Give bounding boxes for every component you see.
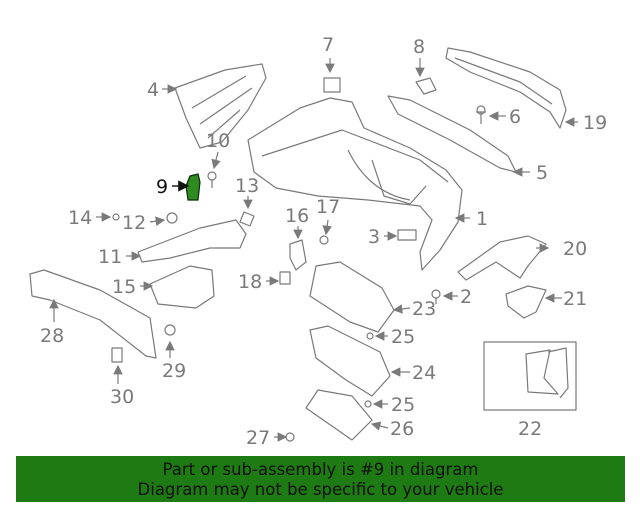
callout-10: 10: [206, 130, 230, 152]
part-27-shape: [285, 432, 295, 442]
callout-26: 26: [390, 418, 414, 440]
part-10-shape: [207, 171, 217, 181]
part-17-shape: [319, 235, 329, 245]
callout-24: 24: [412, 362, 436, 384]
part-5-shape: [387, 95, 517, 173]
part-21-shape: [505, 285, 547, 319]
callout-15: 15: [112, 276, 136, 298]
callout-29: 29: [162, 360, 186, 382]
footer-line-1: Part or sub-assembly is #9 in diagram: [162, 460, 479, 479]
callout-20: 20: [563, 238, 587, 260]
callout-5: 5: [536, 162, 548, 184]
part-14-shape: [112, 213, 120, 221]
callout-13: 13: [235, 175, 259, 197]
part-20-shape: [457, 235, 547, 281]
callout-3: 3: [368, 226, 380, 248]
part-25b-shape: [364, 400, 372, 408]
part-29-shape: [164, 324, 176, 336]
footer-line-2: Diagram may not be specific to your vehi…: [137, 480, 504, 499]
part-9-shape: [185, 173, 201, 201]
part-23-shape: [309, 261, 395, 333]
part-11-shape: [137, 219, 247, 263]
callout-18: 18: [238, 271, 262, 293]
part-16-shape: [289, 239, 307, 271]
callout-2: 2: [460, 286, 472, 308]
part-30-shape: [111, 347, 123, 363]
callout-17: 17: [316, 196, 340, 218]
callout-25b: 25: [391, 394, 415, 416]
part-22-box: [483, 341, 577, 411]
callout-4: 4: [147, 79, 159, 101]
callout-27: 27: [246, 427, 270, 449]
footer-banner: Part or sub-assembly is #9 in diagram Di…: [16, 456, 625, 502]
parts-diagram: 7 8 4 6 19 10 5 9 13 1 14 12 16 17 3 11 …: [29, 34, 607, 449]
part-15-shape: [149, 265, 215, 309]
part-25a-shape: [366, 332, 374, 340]
callout-28: 28: [40, 325, 64, 347]
part-1-shape: [247, 97, 463, 271]
part-22-shape: [525, 349, 559, 395]
callout-1: 1: [476, 208, 488, 230]
part-8-shape: [415, 77, 437, 95]
part-24-shape: [309, 325, 391, 397]
callout-23: 23: [412, 298, 436, 320]
callout-22: 22: [518, 418, 542, 440]
callout-30: 30: [110, 386, 134, 408]
callout-19: 19: [583, 112, 607, 134]
part-7-shape: [323, 77, 341, 93]
part-12-shape: [166, 212, 178, 224]
callout-14: 14: [68, 207, 92, 229]
part-2-shape: [431, 289, 441, 299]
callout-16: 16: [285, 205, 309, 227]
callout-6: 6: [509, 106, 521, 128]
callout-12: 12: [122, 212, 146, 234]
callout-7: 7: [322, 34, 334, 56]
callout-25a: 25: [391, 326, 415, 348]
part-18-shape: [279, 271, 291, 285]
part-19-shape: [445, 47, 567, 129]
part-28-shape: [29, 269, 157, 359]
callout-9: 9: [156, 176, 168, 198]
callout-11: 11: [98, 246, 122, 268]
part-13-shape: [239, 211, 255, 227]
callout-8: 8: [413, 36, 425, 58]
part-4-shape: [174, 63, 267, 149]
part-3-shape: [397, 229, 417, 241]
callout-21: 21: [563, 288, 587, 310]
part-26-shape: [305, 389, 373, 441]
